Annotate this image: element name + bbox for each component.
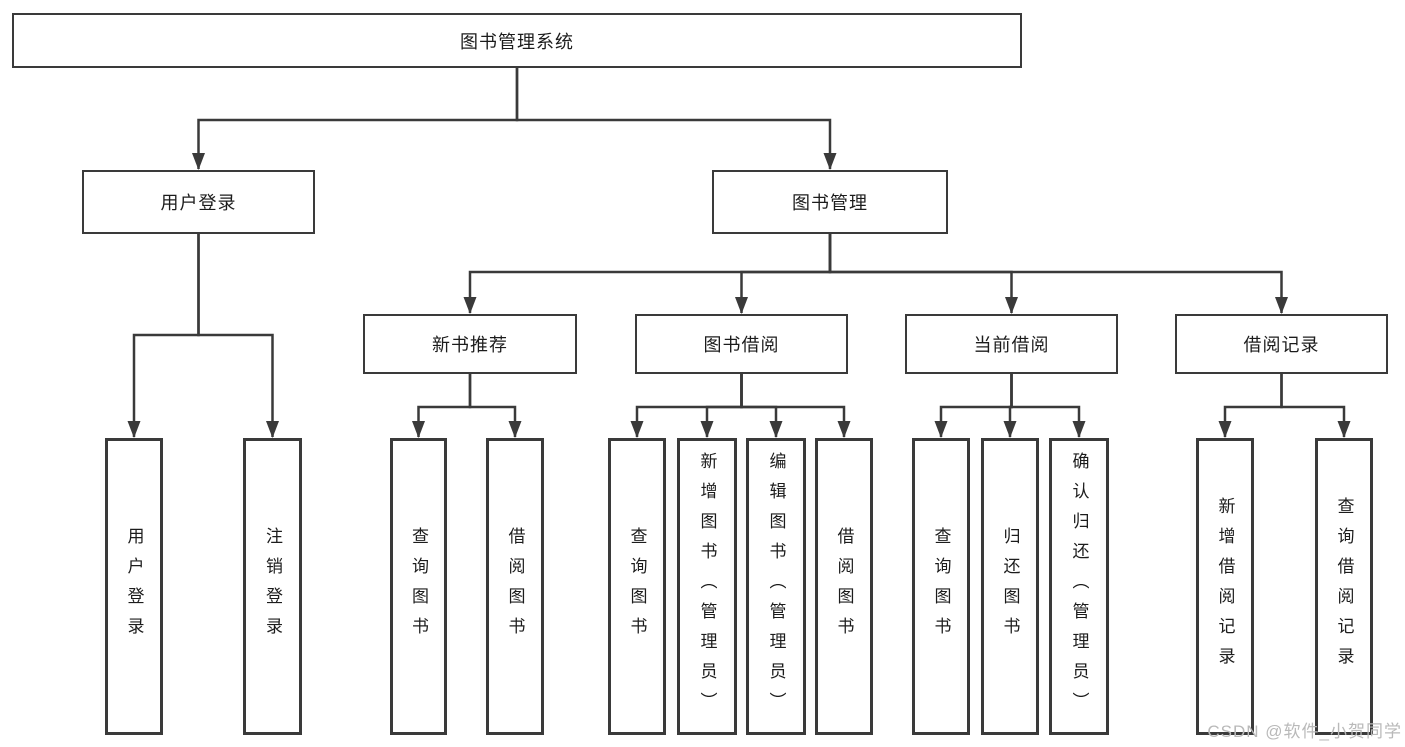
edge-user-login-to-leaf-logout xyxy=(197,234,279,438)
node-leaf-query-book-3: 查询图书 xyxy=(912,438,970,735)
node-label-leaf-add-record: 新增借阅记录 xyxy=(1215,496,1235,677)
node-label-borrow-record: 借阅记录 xyxy=(1243,335,1320,355)
node-leaf-edit-book: 编辑图书（管理员） xyxy=(746,438,806,735)
node-book-borrow: 图书借阅 xyxy=(635,314,848,374)
edge-new-book-rec-to-leaf-borrow-book-1 xyxy=(468,374,522,438)
node-leaf-borrow-book-2: 借阅图书 xyxy=(815,438,873,735)
edge-book-mgmt-to-book-borrow xyxy=(735,234,832,314)
node-leaf-confirm-return: 确认归还（管理员） xyxy=(1049,438,1109,735)
node-label-new-book-rec: 新书推荐 xyxy=(432,335,508,355)
node-leaf-user-login: 用户登录 xyxy=(105,438,163,735)
node-label-user-login: 用户登录 xyxy=(160,193,237,213)
edge-book-borrow-to-leaf-query-book-2 xyxy=(630,374,743,438)
edge-current-borrow-to-leaf-return-book xyxy=(1003,374,1017,438)
node-leaf-add-book: 新增图书（管理员） xyxy=(677,438,737,735)
node-label-current-borrow: 当前借阅 xyxy=(973,335,1050,355)
node-label-leaf-confirm-return: 确认归还（管理员） xyxy=(1069,451,1089,722)
node-leaf-query-book-2: 查询图书 xyxy=(608,438,666,735)
node-label-book-mgmt: 图书管理 xyxy=(792,193,868,213)
node-root: 图书管理系统 xyxy=(12,13,1022,68)
node-label-leaf-borrow-book-1: 借阅图书 xyxy=(505,526,525,647)
node-label-leaf-user-login: 用户登录 xyxy=(124,526,144,647)
node-user-login: 用户登录 xyxy=(82,170,315,234)
edge-current-borrow-to-leaf-confirm-return xyxy=(1010,374,1086,438)
node-label-leaf-edit-book: 编辑图书（管理员） xyxy=(766,451,786,722)
edge-book-borrow-to-leaf-borrow-book-2 xyxy=(740,374,851,438)
edge-new-book-rec-to-leaf-query-book-1 xyxy=(412,374,472,438)
node-leaf-add-record: 新增借阅记录 xyxy=(1196,438,1254,735)
node-leaf-return-book: 归还图书 xyxy=(981,438,1039,735)
edge-book-borrow-to-leaf-add-book xyxy=(700,374,743,438)
node-leaf-logout: 注销登录 xyxy=(243,438,302,735)
edge-borrow-record-to-leaf-query-record xyxy=(1280,374,1351,438)
node-label-leaf-add-book: 新增图书（管理员） xyxy=(697,451,717,722)
node-label-leaf-logout: 注销登录 xyxy=(263,526,282,647)
node-label-leaf-query-book-2: 查询图书 xyxy=(627,526,647,647)
node-label-leaf-query-book-3: 查询图书 xyxy=(931,526,951,647)
node-borrow-record: 借阅记录 xyxy=(1175,314,1388,374)
edge-root-to-user-login xyxy=(192,68,519,170)
node-leaf-query-record: 查询借阅记录 xyxy=(1315,438,1373,735)
edge-current-borrow-to-leaf-query-book-3 xyxy=(934,374,1013,438)
node-current-borrow: 当前借阅 xyxy=(905,314,1118,374)
edge-root-to-book-mgmt xyxy=(515,68,837,170)
edge-book-mgmt-to-current-borrow xyxy=(828,234,1018,314)
edge-borrow-record-to-leaf-add-record xyxy=(1218,374,1283,438)
node-new-book-rec: 新书推荐 xyxy=(363,314,577,374)
node-book-mgmt: 图书管理 xyxy=(712,170,948,234)
node-label-leaf-borrow-book-2: 借阅图书 xyxy=(834,526,854,647)
node-label-book-borrow: 图书借阅 xyxy=(703,335,780,355)
edge-book-mgmt-to-borrow-record xyxy=(828,234,1288,314)
node-leaf-borrow-book-1: 借阅图书 xyxy=(486,438,544,735)
node-label-leaf-return-book: 归还图书 xyxy=(1000,526,1020,647)
edge-user-login-to-leaf-user-login xyxy=(127,234,200,438)
node-label-root: 图书管理系统 xyxy=(460,31,574,52)
node-label-leaf-query-book-1: 查询图书 xyxy=(409,526,428,647)
edge-book-borrow-to-leaf-edit-book xyxy=(740,374,783,438)
node-leaf-query-book-1: 查询图书 xyxy=(390,438,447,735)
node-label-leaf-query-record: 查询借阅记录 xyxy=(1334,496,1354,677)
edge-book-mgmt-to-new-book-rec xyxy=(463,234,832,314)
